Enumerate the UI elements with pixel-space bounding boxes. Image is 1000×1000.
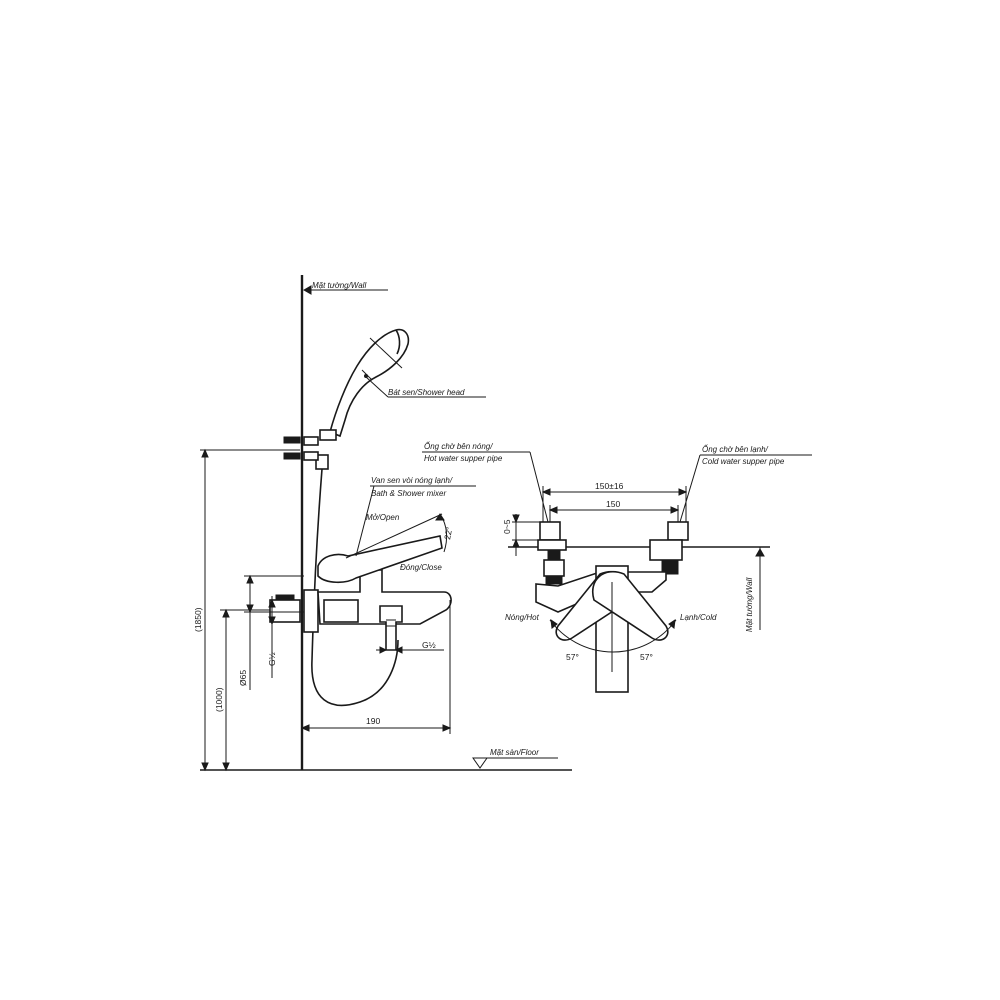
dia-label: Ø65: [238, 670, 248, 686]
mixer-label-1: Van sen vòi nóng lạnh/: [371, 476, 453, 485]
hot-pipe-label-2: Hot water supper pipe: [424, 454, 503, 463]
angle-right: 57°: [640, 652, 653, 662]
cold-supply-fitting: [649, 521, 689, 575]
open-angle: 22°: [442, 526, 454, 540]
lever-arc: [549, 619, 677, 653]
hot-label: Nóng/Hot: [505, 613, 540, 622]
open-label: Mở/Open: [366, 513, 400, 522]
cold-label: Lạnh/Cold: [680, 613, 717, 622]
wall-bracket: [283, 436, 319, 461]
top-view: Mặt tường/Wall 57° 57° Nóng/Hot Lạnh/Col…: [422, 442, 812, 693]
cold-pipe-label-2: Cold water supper pipe: [702, 457, 785, 466]
cold-pipe-label-1: Ống chờ bên lạnh/: [702, 445, 769, 454]
dim-outer: 150±16: [595, 481, 624, 491]
wall-arrow: [302, 285, 312, 295]
floor-symbol: [472, 757, 488, 769]
dim-projection: 190: [366, 716, 380, 726]
shower-head: [315, 328, 410, 470]
close-label: Đóng/Close: [400, 563, 442, 572]
angle-left: 57°: [566, 652, 579, 662]
floor-label: Mặt sàn/Floor: [490, 748, 539, 757]
wall-label: Mặt tường/Wall: [312, 281, 366, 290]
body-thread-label: G½: [267, 652, 277, 666]
spout-thread-label: G½: [422, 640, 436, 650]
mixer-label-2: Bath & Shower mixer: [371, 489, 446, 498]
dim-depth: 0~5: [502, 519, 512, 534]
bath-shower-mixer: [269, 535, 452, 651]
lever-cold-position: [591, 571, 669, 641]
side-view: Mặt tường/Wall Mặt sàn/Floor Bát sen/Sho…: [193, 275, 572, 772]
dim-height-mixer: (1000): [214, 687, 224, 712]
shower-hose: [311, 468, 399, 707]
hot-supply-fitting: [537, 521, 567, 585]
top-wall-label: Mặt tường/Wall: [745, 578, 754, 632]
dim-inner: 150: [606, 499, 620, 509]
dim-height-total: (1850): [193, 607, 203, 632]
hot-pipe-label-1: Ống chờ bên nóng/: [424, 442, 493, 451]
shower-head-label: Bát sen/Shower head: [388, 388, 465, 397]
